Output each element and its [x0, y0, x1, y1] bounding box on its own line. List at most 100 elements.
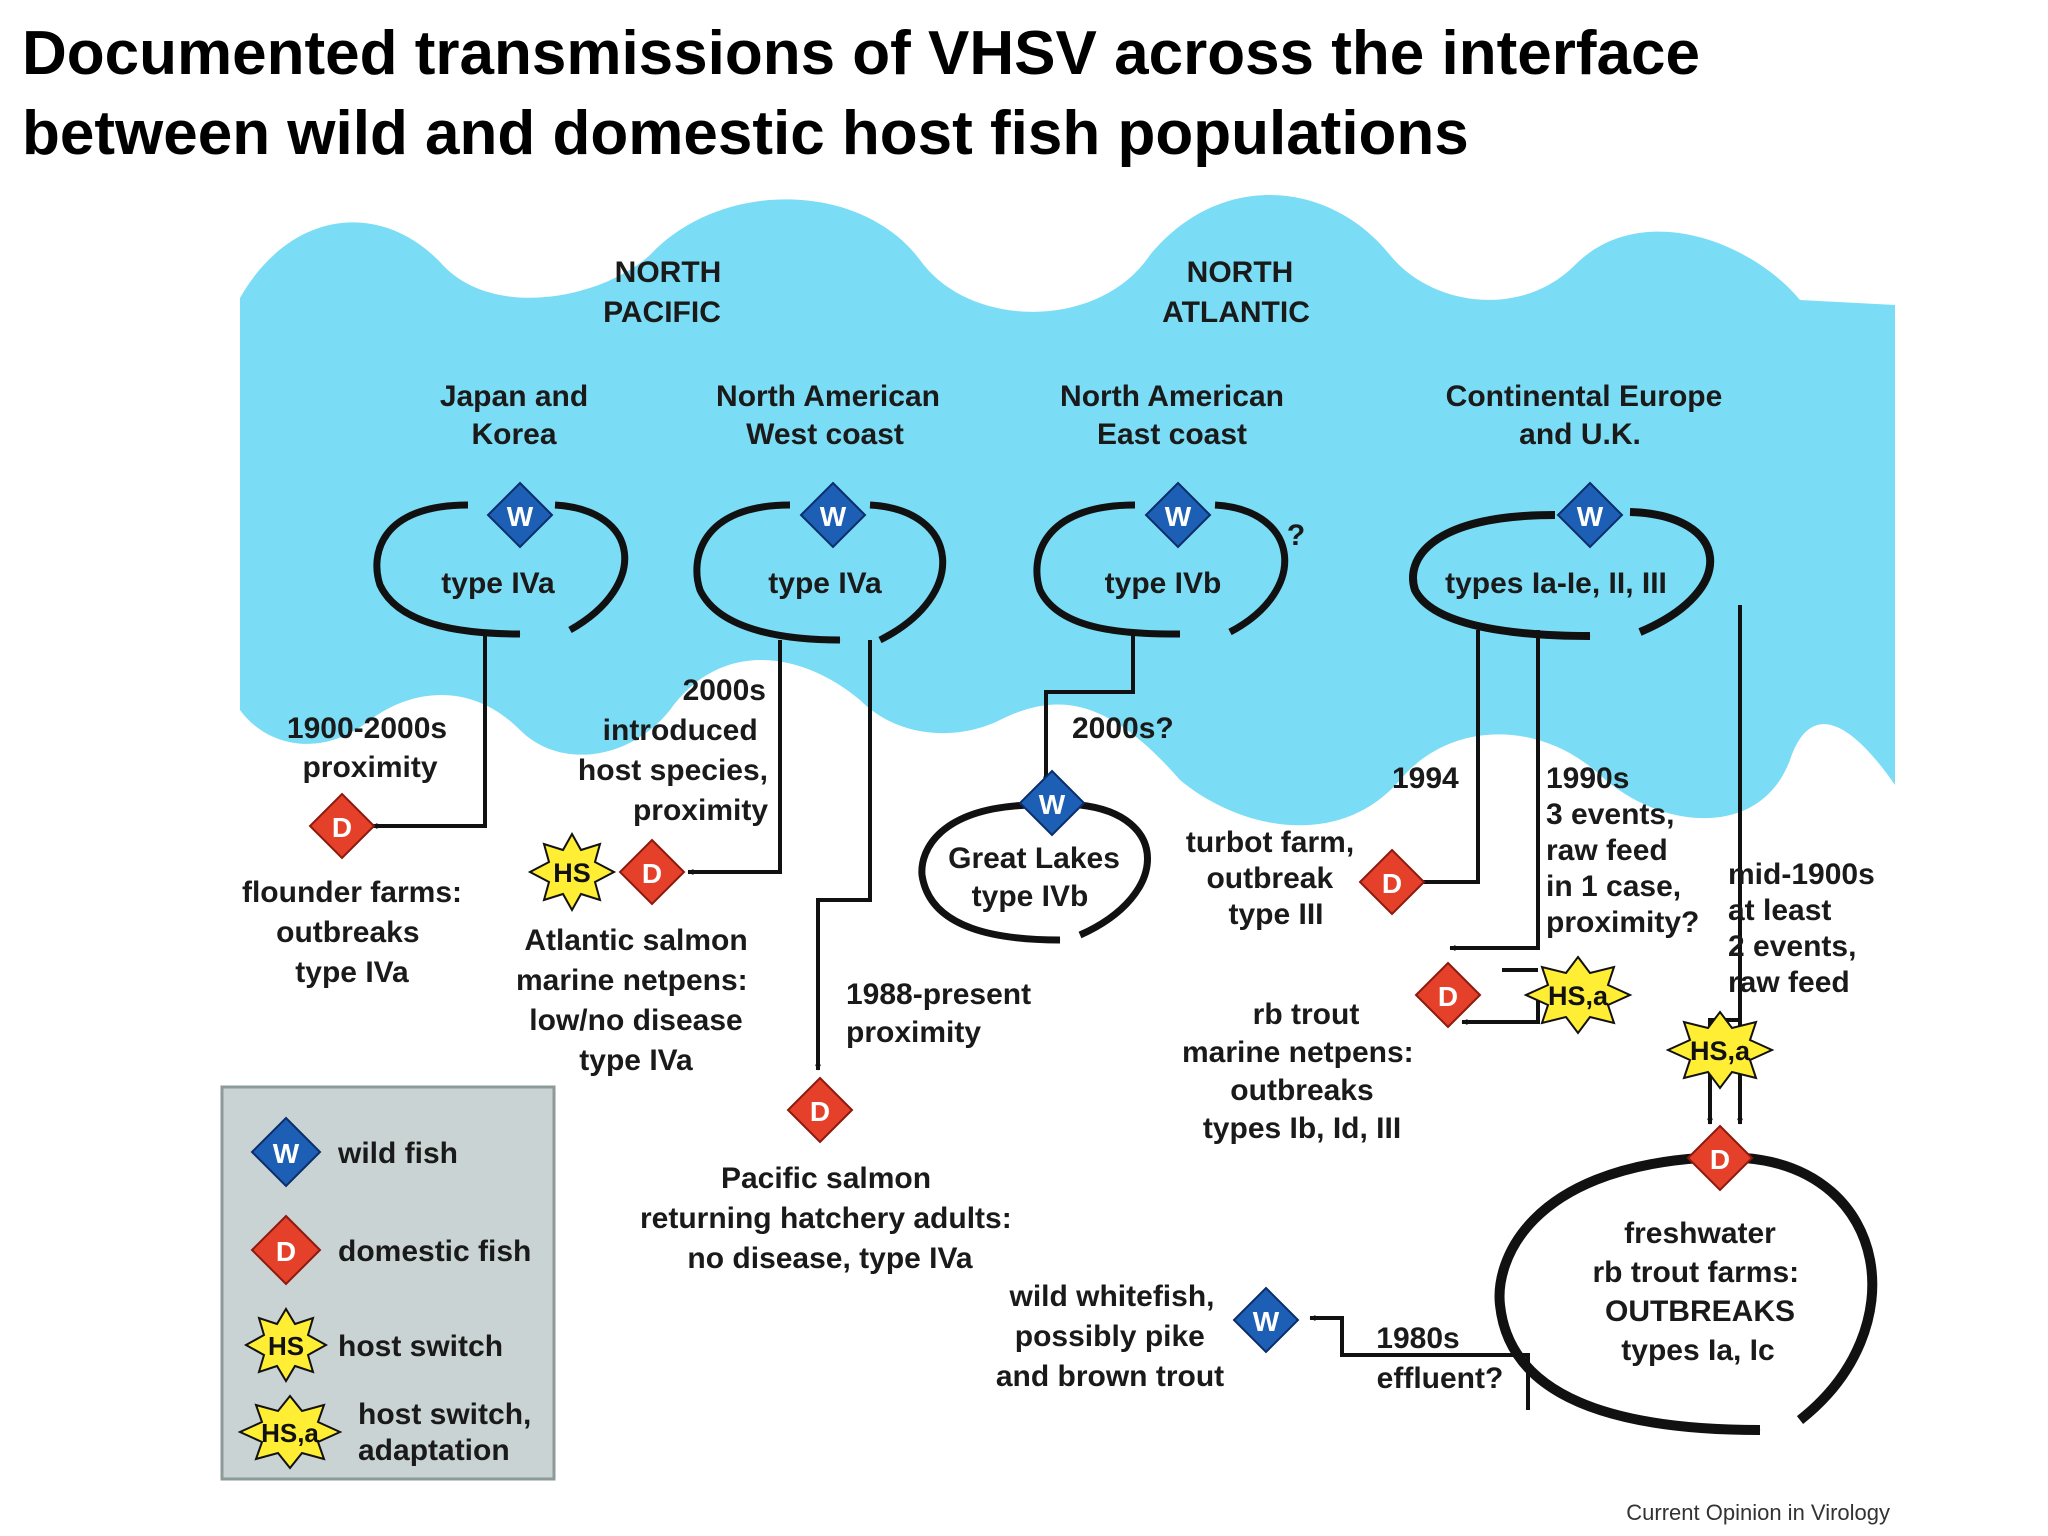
domestic-diamond-icon: [308, 792, 376, 860]
cycle-arrow: [554, 501, 629, 634]
wild-diamond-icon: [799, 481, 867, 549]
farm-label-flounder: flounder farms:outbreaks type IVa: [242, 876, 462, 989]
badge-letter: W: [273, 1138, 300, 1169]
wild-diamond-icon: [250, 1116, 322, 1188]
wild-label-whitefish: wild whitefish,possibly pike and brown t…: [996, 1280, 1224, 1393]
host-switch-adaptation-star-icon: [1523, 955, 1633, 1035]
cycle-arrow: [373, 501, 521, 638]
legend-item-wild: W wild fish: [250, 1116, 458, 1188]
domestic-diamond-icon: [618, 838, 686, 906]
source-credit: Current Opinion in Virology: [1626, 1500, 1890, 1525]
cycle-arrow: [1033, 501, 1181, 638]
cycle-type-europe: types Ia-Ie, II, III: [1445, 567, 1667, 600]
legend-item-host-switch: HS host switch: [243, 1307, 503, 1383]
domestic-fish-badge-pacific-salmon: D: [786, 1076, 854, 1144]
cycle-arrow: [693, 501, 841, 644]
badge-letter: D: [1382, 868, 1402, 899]
arrow-japan-to-flounder: [371, 630, 487, 829]
badge-letter: D: [276, 1236, 296, 1267]
arrow-east-to-great-lakes: [1043, 632, 1135, 783]
transmission-label-turbot: 1994: [1392, 762, 1459, 795]
cycle-arrow: [1629, 508, 1715, 636]
cycle-na-west: type IVa: [693, 501, 947, 644]
legend-label-host-switch-adaptation: host switch,adaptation: [358, 1398, 531, 1467]
wild-diamond-icon: [486, 481, 554, 549]
cycle-type-na-west: type IVa: [768, 567, 882, 600]
uncertain-mark: ?: [1287, 519, 1305, 552]
legend-item-host-switch-adaptation: HS,a host switch,adaptation: [237, 1394, 531, 1470]
legend-label-wild: wild fish: [337, 1137, 458, 1170]
cycle-arrow: [1078, 801, 1151, 939]
cycle-europe: types Ia-Ie, II, III: [1409, 508, 1715, 640]
arrow-europe-to-rbtrout-2: [1461, 992, 1540, 1025]
host-switch-adaptation-badge-rbtrout: HS,a: [1523, 955, 1633, 1035]
badge-letter: D: [1710, 1144, 1730, 1175]
host-switch-star-icon: [527, 831, 617, 913]
domestic-diamond-icon: [1414, 961, 1482, 1029]
domestic-fish-badge-freshwater: D: [1686, 1124, 1754, 1192]
domestic-diamond-icon: [250, 1214, 322, 1286]
host-switch-adaptation-star-icon: [237, 1394, 343, 1470]
wild-fish-badge-na-east: W: [1144, 481, 1212, 549]
cycle-arrow: [1214, 501, 1289, 636]
page-title: Documented transmissions of VHSV across …: [22, 14, 2022, 174]
badge-letter: W: [1253, 1306, 1280, 1337]
badge-letter: D: [1438, 981, 1458, 1012]
badge-letter: HS: [268, 1331, 304, 1361]
domestic-fish-badge-rbtrout: D: [1414, 961, 1482, 1029]
cycle-japan: type IVa: [373, 501, 629, 638]
badge-letter: W: [1165, 501, 1192, 532]
wild-fish-badge-na-west: W: [799, 481, 867, 549]
wild-diamond-icon: [1556, 481, 1624, 549]
arrow-west-to-atlantic-salmon: [687, 640, 782, 875]
legend-item-domestic: D domestic fish: [250, 1214, 531, 1286]
cycle-na-east: type IVb ?: [1033, 501, 1305, 638]
cycle-type-na-east: type IVb: [1105, 567, 1222, 600]
badge-letter: HS,a: [1690, 1036, 1751, 1066]
arrow-europe-to-turbot: [1415, 630, 1480, 885]
cycle-arrow: [1744, 1153, 1878, 1424]
transmission-label-great-lakes: 2000s?: [1072, 712, 1174, 745]
legend-label-domestic: domestic fish: [338, 1235, 531, 1268]
title-line-1: Documented transmissions of VHSV across …: [22, 19, 1700, 88]
ocean-band: [240, 194, 1895, 826]
wild-fish-badge-whitefish: W: [1232, 1286, 1300, 1354]
wild-diamond-icon: [1232, 1286, 1300, 1354]
domestic-diamond-icon: [1358, 848, 1426, 916]
wild-fish-badge-great-lakes: W: [1018, 769, 1086, 837]
wild-diamond-icon: [1018, 769, 1086, 837]
host-switch-star-icon: [243, 1307, 329, 1383]
title-line-2: between wild and domestic host fish popu…: [22, 99, 1469, 168]
badge-letter: D: [810, 1096, 830, 1127]
wild-fish-badge-japan: W: [486, 481, 554, 549]
domestic-fish-badge-turbot: D: [1358, 848, 1426, 916]
badge-letter: W: [1039, 789, 1066, 820]
host-switch-adaptation-badge-freshwater: HS,a: [1665, 1010, 1775, 1090]
arrow-freshwater-to-whitefish: [1309, 1315, 1530, 1410]
domestic-diamond-icon: [1686, 1124, 1754, 1192]
badge-letter: D: [332, 812, 352, 843]
cycle-arrow: [918, 801, 1061, 944]
arrow-europe-to-rbtrout-1: [1449, 630, 1540, 951]
arrow-west-to-pacific-salmon: [815, 640, 872, 1071]
farm-label-turbot: turbot farm,outbreak type III: [1186, 826, 1354, 931]
badge-letter: HS,a: [261, 1418, 319, 1448]
